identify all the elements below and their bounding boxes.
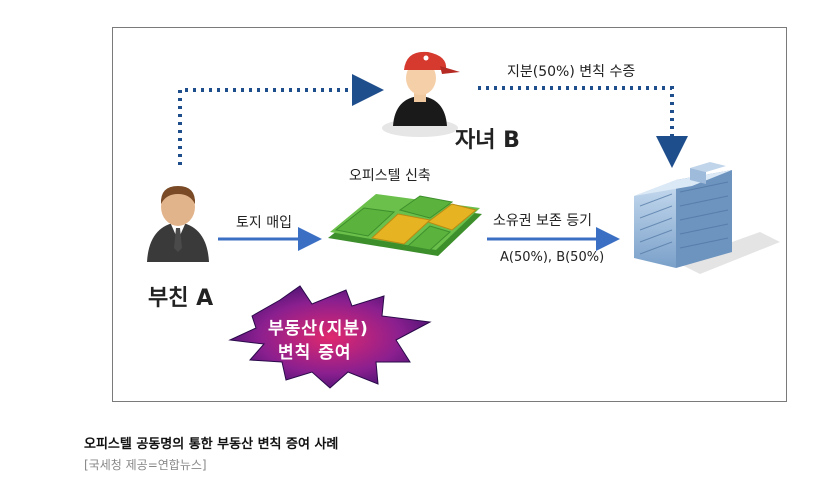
red-cap-icon — [404, 51, 447, 70]
figure-caption: 오피스텔 공동명의 통한 부동산 변칙 증여 사례 — [84, 437, 339, 452]
parent-person-icon — [147, 186, 209, 262]
burst-text-line2: 변칙 증여 — [278, 343, 352, 363]
figure-credit: [국세청 제공=연합뉴스] — [84, 458, 207, 472]
dotted-arrow-parent-to-child — [178, 74, 384, 165]
burst-text-line1: 부동산(지분) — [268, 319, 369, 339]
dotted-arrow-child-to-building — [478, 86, 688, 168]
share-transfer-label: 지분(50%) 변칙 수증 — [507, 64, 636, 80]
land-purchase-label: 토지 매입 — [236, 215, 292, 231]
land-field-icon — [328, 194, 482, 256]
burst-starburst-icon — [228, 285, 432, 389]
officetel-building-icon — [634, 162, 780, 274]
ownership-ratio-label: A(50%), B(50%) — [500, 250, 605, 265]
parent-label: 부친 A — [148, 286, 214, 311]
ownership-registration-label: 소유권 보존 등기 — [493, 213, 593, 229]
officetel-build-label: 오피스텔 신축 — [349, 168, 431, 184]
child-person-icon — [382, 51, 460, 137]
child-label: 자녀 B — [455, 128, 520, 153]
